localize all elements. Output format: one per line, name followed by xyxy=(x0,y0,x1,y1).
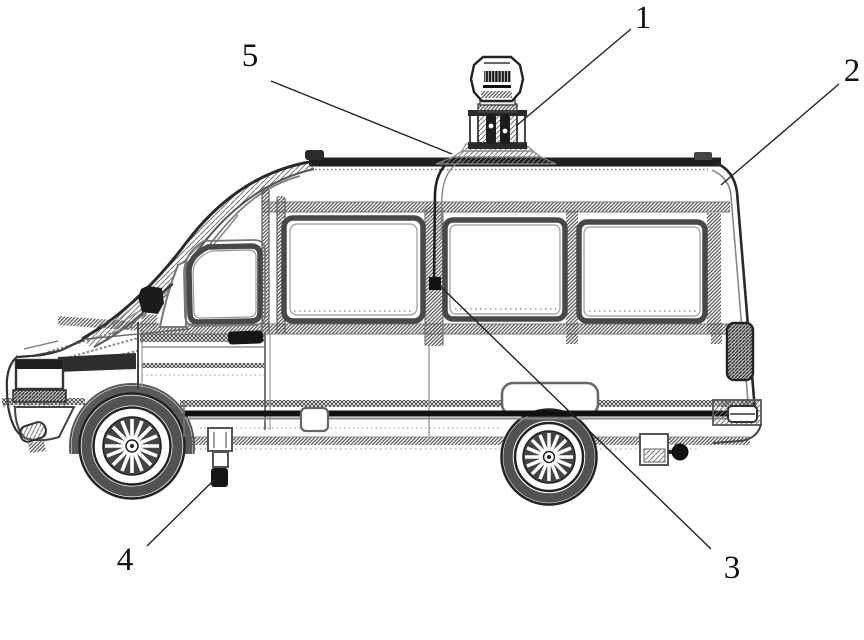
svg-text:4: 4 xyxy=(117,542,134,578)
svg-text:5: 5 xyxy=(242,38,259,74)
svg-text:1: 1 xyxy=(635,0,652,36)
svg-text:2: 2 xyxy=(844,53,861,89)
svg-text:3: 3 xyxy=(724,550,741,586)
